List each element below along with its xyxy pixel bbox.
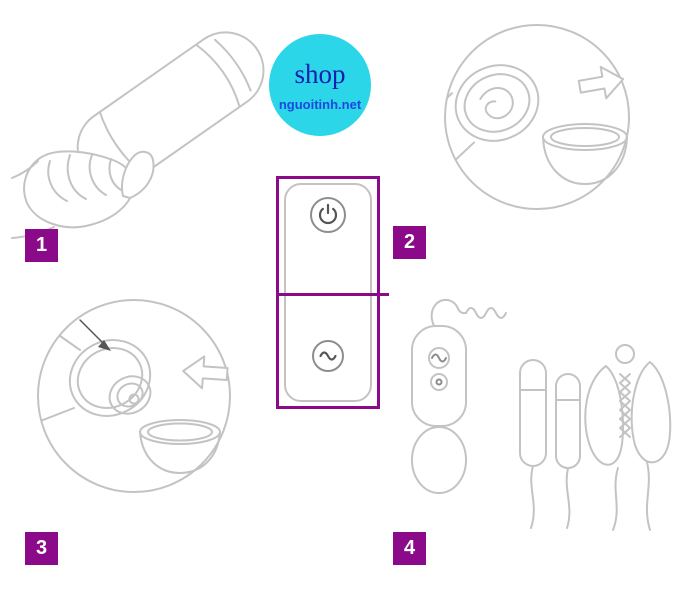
cord-coil bbox=[465, 307, 507, 319]
accessories-drawing bbox=[411, 298, 672, 531]
logo-subtitle: nguoitinh.net bbox=[278, 96, 362, 112]
step-2-badge: 2 bbox=[393, 226, 426, 259]
wrist-line bbox=[11, 160, 39, 179]
vibration-wave-icon bbox=[319, 351, 337, 361]
step-3-badge: 3 bbox=[25, 532, 58, 565]
direction-arrow-icon bbox=[182, 355, 229, 390]
vibrating-egg bbox=[411, 426, 467, 494]
illustration-accessories-set bbox=[398, 288, 680, 543]
pointer-arrow-icon bbox=[79, 319, 111, 351]
vibration-button bbox=[312, 340, 344, 372]
bullet-vibrator-small bbox=[519, 359, 547, 529]
remote-buttons-highlight-box bbox=[276, 176, 380, 409]
direction-arrow-icon bbox=[577, 65, 625, 100]
detail-circle bbox=[37, 299, 231, 493]
mode-divider-line bbox=[277, 293, 389, 296]
illustration-nozzle-detail bbox=[22, 292, 252, 512]
step-1-badge: 1 bbox=[25, 229, 58, 262]
illustration-cap-removed-detail bbox=[425, 15, 655, 225]
nozzle-device bbox=[38, 325, 152, 423]
remote-outline bbox=[284, 183, 372, 402]
power-icon bbox=[318, 203, 338, 225]
bullet-vibrator-mini bbox=[555, 373, 581, 529]
remote-control bbox=[411, 298, 507, 427]
remote-cord bbox=[430, 298, 467, 327]
remote-front-drawing bbox=[284, 183, 372, 402]
detail-circle bbox=[444, 24, 630, 210]
hand bbox=[11, 150, 155, 239]
cap-bowl bbox=[139, 419, 221, 474]
illustration-hand-holding-cup bbox=[10, 8, 280, 248]
power-button bbox=[310, 197, 346, 233]
textured-sleeve-set bbox=[584, 344, 672, 531]
nozzle-detail-drawing bbox=[37, 299, 231, 493]
step-4-badge: 4 bbox=[393, 532, 426, 565]
hand-holding-cup-drawing bbox=[11, 31, 265, 239]
cap-bowl bbox=[542, 123, 628, 185]
shop-logo: shop nguoitinh.net bbox=[269, 34, 371, 136]
cap-removed-drawing bbox=[444, 24, 630, 210]
thumb bbox=[121, 150, 155, 199]
logo-title: shop bbox=[294, 58, 346, 89]
